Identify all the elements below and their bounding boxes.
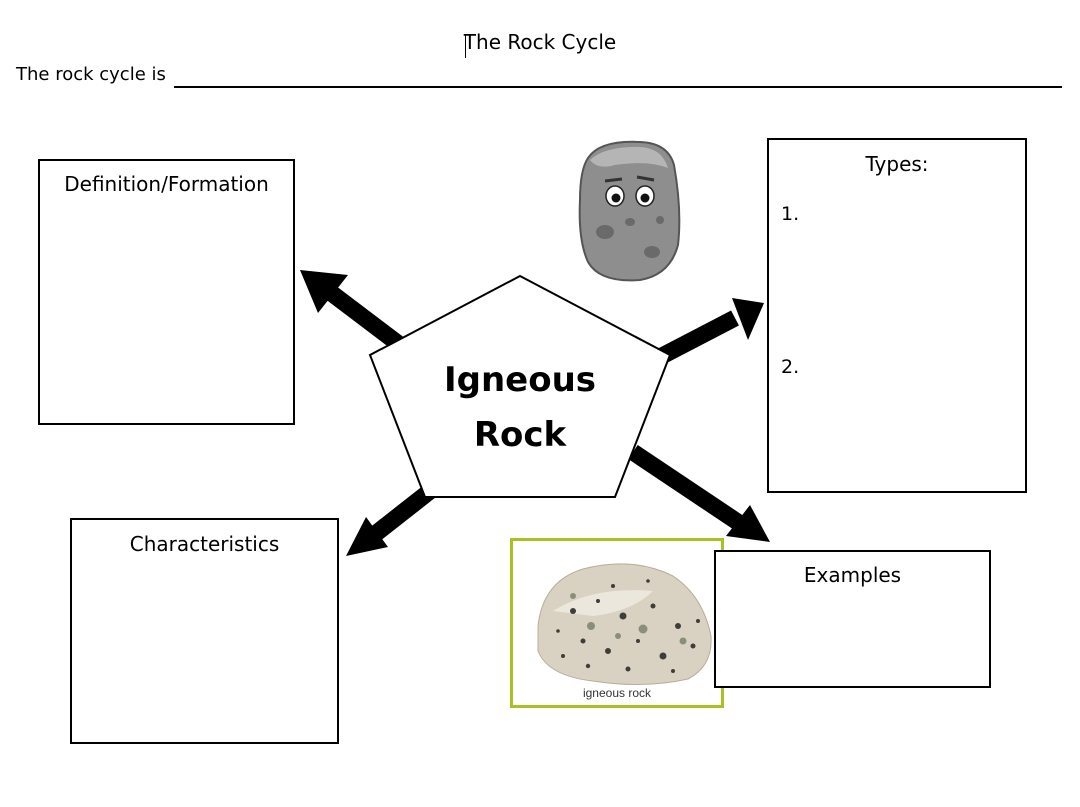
text-cursor (465, 34, 466, 58)
types-item-1: 1. (781, 203, 800, 225)
arrow-to-definition (300, 270, 406, 352)
rock-cycle-label: The rock cycle is (16, 64, 166, 85)
types-item-2: 2. (781, 356, 800, 378)
types-box[interactable]: Types: 1. 2. (767, 138, 1027, 493)
igneous-rock-photo: igneous rock (510, 538, 724, 708)
granite-rock-image (537, 563, 712, 686)
answer-blank-line[interactable] (174, 86, 1062, 88)
types-header: Types: (865, 152, 929, 176)
arrow-to-examples (628, 444, 770, 542)
examples-box[interactable]: Examples (714, 550, 991, 688)
arrow-to-types (656, 298, 764, 365)
examples-header: Examples (803, 563, 902, 587)
arrow-to-characteristics (346, 484, 436, 556)
center-label-line1: Igneous (444, 360, 596, 400)
igneous-rock-pentagon (368, 274, 672, 498)
characteristics-header: Characteristics (129, 532, 280, 556)
page-title: The Rock Cycle (463, 30, 617, 54)
center-label-line2: Rock (474, 415, 568, 455)
rock-cycle-prompt: The rock cycle is (16, 64, 166, 85)
photo-caption: igneous rock (582, 686, 652, 700)
definition-formation-header: Definition/Formation (64, 172, 269, 196)
cartoon-rock-icon (578, 140, 681, 282)
definition-formation-box[interactable]: Definition/Formation (38, 159, 295, 425)
characteristics-box[interactable]: Characteristics (70, 518, 339, 744)
